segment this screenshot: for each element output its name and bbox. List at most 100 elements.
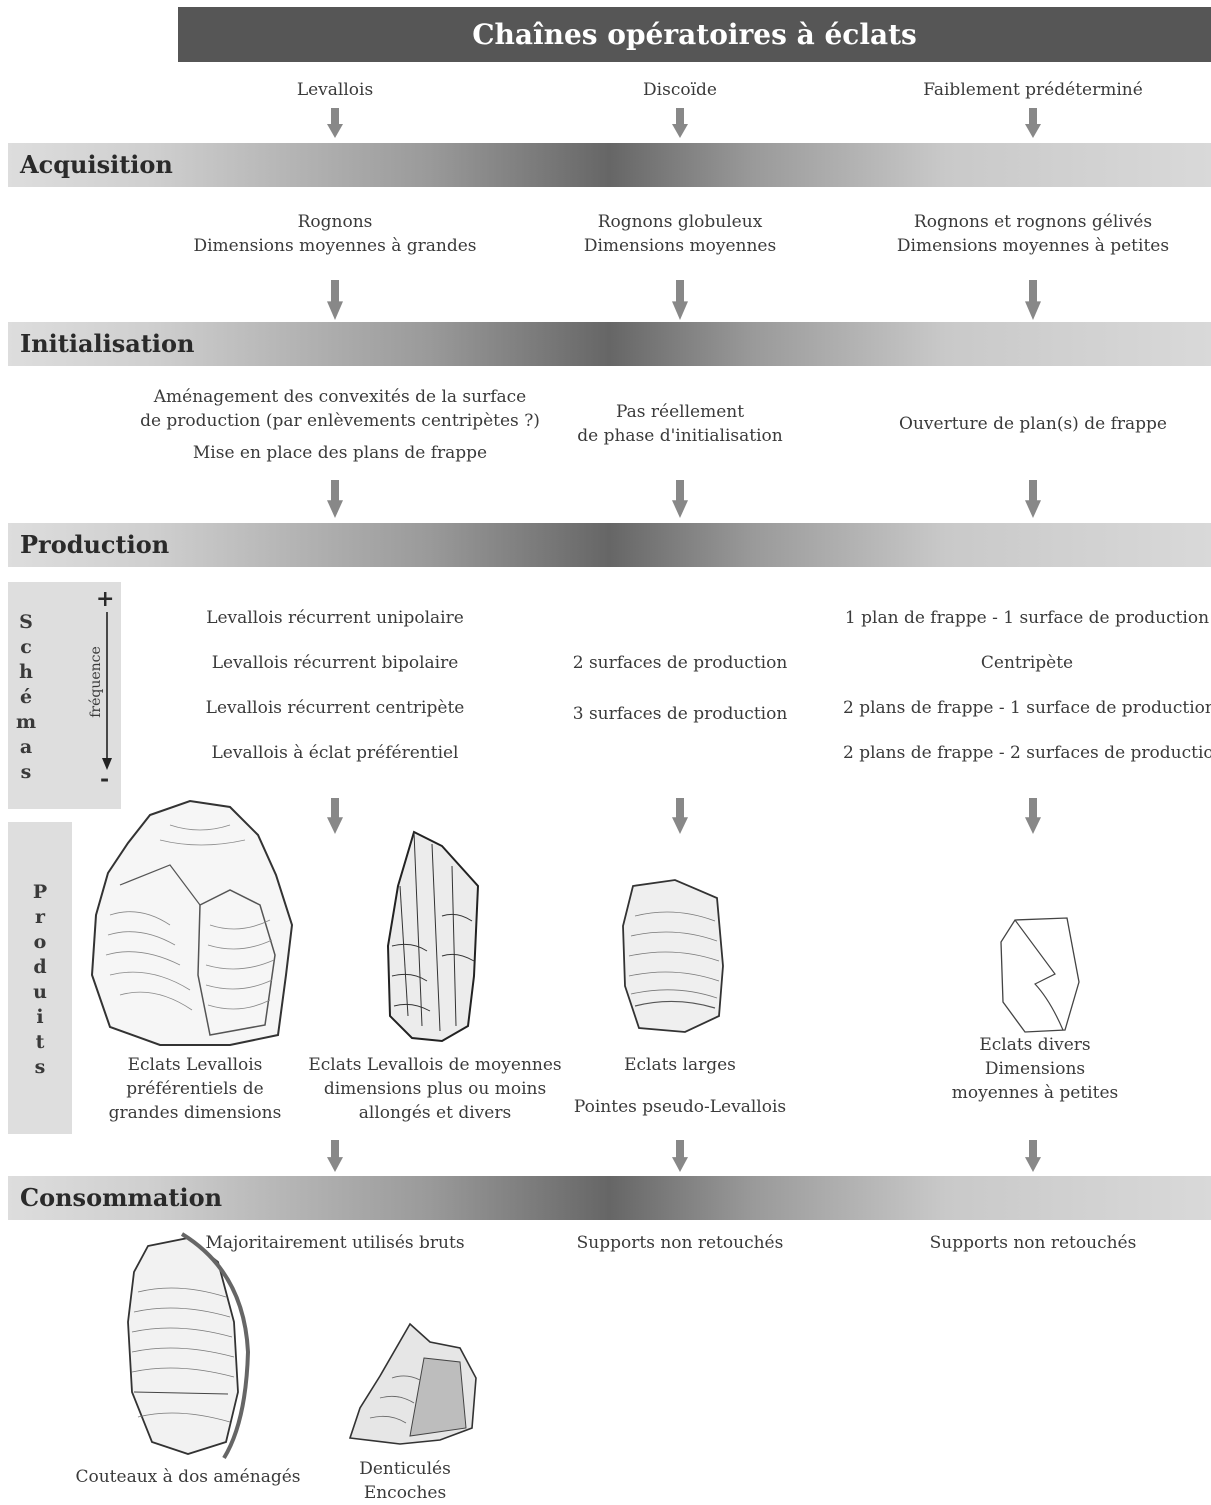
letter: P [8,880,72,905]
text-line: Rognons et rognons gélivés [883,210,1183,234]
acquisition-levallois: Rognons Dimensions moyennes à grandes [185,210,485,258]
arrow-down-icon [327,798,343,834]
text-line: grandes dimensions [100,1101,290,1125]
schemas-vertical-label: S c h é m a s [8,610,44,785]
text-line: dimensions plus ou moins [300,1077,570,1101]
arrow-down-icon [1025,280,1041,320]
text-line: Mise en place des plans de frappe [140,441,540,465]
text-line: Pas réellement [560,400,800,424]
arrow-down-icon [327,280,343,320]
letter: é [8,685,44,710]
arrow-down-icon [672,280,688,320]
schema-item: 2 surfaces de production [560,651,800,702]
arrow-down-icon [1025,1140,1041,1172]
miscellaneous-flake-drawing [995,912,1085,1037]
text-line: Encoches [340,1481,470,1505]
letter: t [8,1030,72,1055]
schema-item: Levallois à éclat préférentiel [185,741,485,786]
schemas-levallois: Levallois récurrent unipolaire Levallois… [185,606,485,786]
levallois-elongated-flake-drawing [382,826,482,1046]
phase-label-acquisition: Acquisition [20,143,173,187]
denticulate-drawing [340,1318,480,1448]
letter: c [8,635,44,660]
text-line: Eclats larges [560,1053,800,1095]
phase-band-initialisation: Initialisation [8,322,1211,366]
column-header-levallois: Levallois [235,78,435,102]
letter: h [8,660,44,685]
letter: u [8,980,72,1005]
text-line: Aménagement des convexités de la surface [140,385,540,409]
text-line: Rognons globuleux [560,210,800,234]
text-line: Denticulés [340,1457,470,1481]
text-line: Ouverture de plan(s) de frappe [883,412,1183,436]
phase-band-consommation: Consommation [8,1176,1211,1220]
caption-faible: Eclats divers Dimensions moyennes à peti… [925,1033,1145,1105]
phase-label-production: Production [20,523,169,567]
text-line: Rognons [185,210,485,234]
column-header-discoide: Discoïde [580,78,780,102]
letter: o [8,930,72,955]
text-line: Eclats Levallois [100,1053,290,1077]
text-line: Dimensions moyennes à grandes [185,234,485,258]
text-line: Dimensions moyennes [560,234,800,258]
caption-discoide: Eclats larges Pointes pseudo-Levallois [560,1053,800,1119]
schema-item: 2 plans de frappe - 1 surface de product… [843,696,1211,741]
schemas-faible: 1 plan de frappe - 1 surface de producti… [843,606,1211,786]
arrow-down-icon [1025,798,1041,834]
text-line: Eclats divers [925,1033,1145,1057]
initialisation-faible: Ouverture de plan(s) de frappe [883,412,1183,436]
produits-vertical-label: P r o d u i t s [8,880,72,1080]
frequency-plus: + [96,586,114,612]
arrow-down-icon [672,108,688,138]
letter: r [8,905,72,930]
text-line: préférentiels de [100,1077,290,1101]
arrow-down-icon [672,1140,688,1172]
schema-item: Levallois récurrent bipolaire [185,651,485,696]
letter: s [8,1055,72,1080]
acquisition-faible: Rognons et rognons gélivés Dimensions mo… [883,210,1183,258]
caption-levallois-large: Eclats Levallois préférentiels de grande… [100,1053,290,1125]
caption-denticulates: Denticulés Encoches [340,1457,470,1505]
caption-backed-knives: Couteaux à dos aménagés [68,1465,308,1489]
letter: s [8,760,44,785]
produits-side-box: P r o d u i t s [8,822,72,1134]
letter: m [8,710,44,735]
phase-label-initialisation: Initialisation [20,322,195,366]
letter: i [8,1005,72,1030]
text-line: Dimensions moyennes à petites [883,234,1183,258]
caption-levallois-medium: Eclats Levallois de moyennes dimensions … [300,1053,570,1125]
schema-item: Centripète [843,651,1211,696]
schema-item: Levallois récurrent centripète [185,696,485,741]
schema-item: 1 plan de frappe - 1 surface de producti… [843,606,1211,651]
text-line: de production (par enlèvements centripèt… [140,409,540,433]
consommation-discoide: Supports non retouchés [560,1231,800,1255]
schemas-side-box: S c h é m a s + - fréquence [8,582,121,809]
levallois-preferential-flake-drawing [80,795,300,1050]
letter: S [8,610,44,635]
arrow-down-icon [1025,108,1041,138]
arrow-down-icon [327,480,343,518]
column-header-faible: Faiblement prédéterminé [883,78,1183,102]
backed-knife-drawing [118,1232,258,1462]
arrow-down-icon [672,798,688,834]
letter: a [8,735,44,760]
letter: d [8,955,72,980]
text-line: Eclats Levallois de moyennes [300,1053,570,1077]
frequency-label: fréquence [88,632,108,732]
arrow-down-icon [1025,480,1041,518]
text-line: de phase d'initialisation [560,424,800,448]
text-line: Pointes pseudo-Levallois [560,1095,800,1119]
initialisation-levallois: Aménagement des convexités de la surface… [140,385,540,465]
consommation-faible: Supports non retouchés [883,1231,1183,1255]
text-line: Dimensions [925,1057,1145,1081]
phase-label-consommation: Consommation [20,1176,222,1220]
text-line: moyennes à petites [925,1081,1145,1105]
text-line: allongés et divers [300,1101,570,1125]
diagram-title: Chaînes opératoires à éclats [178,7,1211,62]
schemas-discoide: 2 surfaces de production 3 surfaces de p… [560,651,800,747]
arrow-down-icon [327,108,343,138]
phase-band-production: Production [8,523,1211,567]
arrow-down-icon [672,480,688,518]
phase-band-acquisition: Acquisition [8,143,1211,187]
arrow-down-icon [327,1140,343,1172]
